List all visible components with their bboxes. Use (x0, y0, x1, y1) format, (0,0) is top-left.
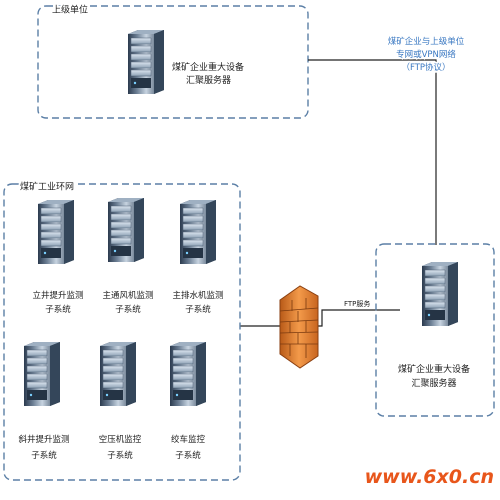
ftp-service-label: FTP服务 (344, 299, 370, 308)
subsystem-3-line1: 主排水机监测 (172, 290, 223, 301)
mine-network-label: 煤矿工业环网 (20, 181, 74, 193)
subsystem-1-line1: 立井提升监测 (32, 290, 83, 301)
subsystem-6-line1: 绞车监控 (171, 434, 206, 445)
subsystem-3-line2: 子系统 (185, 304, 211, 315)
mine-server-label-line2: 汇聚服务器 (411, 377, 456, 389)
winch-server-icon (169, 341, 207, 407)
subsystem-5-line2: 子系统 (107, 450, 133, 461)
subsystem-4-line1: 斜井提升监测 (18, 434, 69, 445)
link-note: 煤矿企业与上级单位 专网或VPN网络 （FTP协议） (386, 35, 466, 75)
subsystem-2-line1: 主通风机监测 (102, 290, 153, 301)
subsystem-5-line1: 空压机监控 (99, 434, 142, 445)
subsystem-6-line2: 子系统 (175, 450, 201, 461)
link-note-line1: 煤矿企业与上级单位 (388, 36, 465, 47)
upper-server-label-line2: 汇聚服务器 (186, 74, 231, 86)
subsystem-2-line2: 子系统 (115, 304, 141, 315)
firewall-icon (279, 285, 319, 369)
watermark: www.6x0.cn (365, 466, 494, 488)
upper-unit-server-icon (127, 29, 165, 95)
upper-unit-group: 上级单位 煤矿企业重大设备 汇聚服务器 (37, 2, 309, 119)
air-compressor-server-icon (99, 341, 137, 407)
subsystem-1-line2: 子系统 (45, 304, 71, 315)
link-note-line2: 专网或VPN网络 (396, 49, 456, 60)
shaft-hoist-server-icon (37, 199, 75, 265)
mine-network-group: 煤矿工业环网 立井提升监测 子系统 主通风机监测 子系统 主排水机监测 子系统 … (3, 179, 241, 481)
ventilation-server-icon (107, 197, 145, 263)
subsystem-4-line2: 子系统 (31, 450, 57, 461)
upper-unit-label: 上级单位 (52, 4, 88, 16)
incline-hoist-server-icon (23, 341, 61, 407)
mine-server-icon (421, 261, 459, 327)
link-note-line3: （FTP协议） (401, 62, 450, 73)
mine-server-label-line1: 煤矿企业重大设备 (398, 363, 470, 375)
connection-lines (240, 59, 437, 327)
drainage-server-icon (179, 199, 217, 265)
upper-server-label-line1: 煤矿企业重大设备 (172, 61, 244, 73)
mine-server-group: 煤矿企业重大设备 汇聚服务器 (375, 243, 495, 417)
